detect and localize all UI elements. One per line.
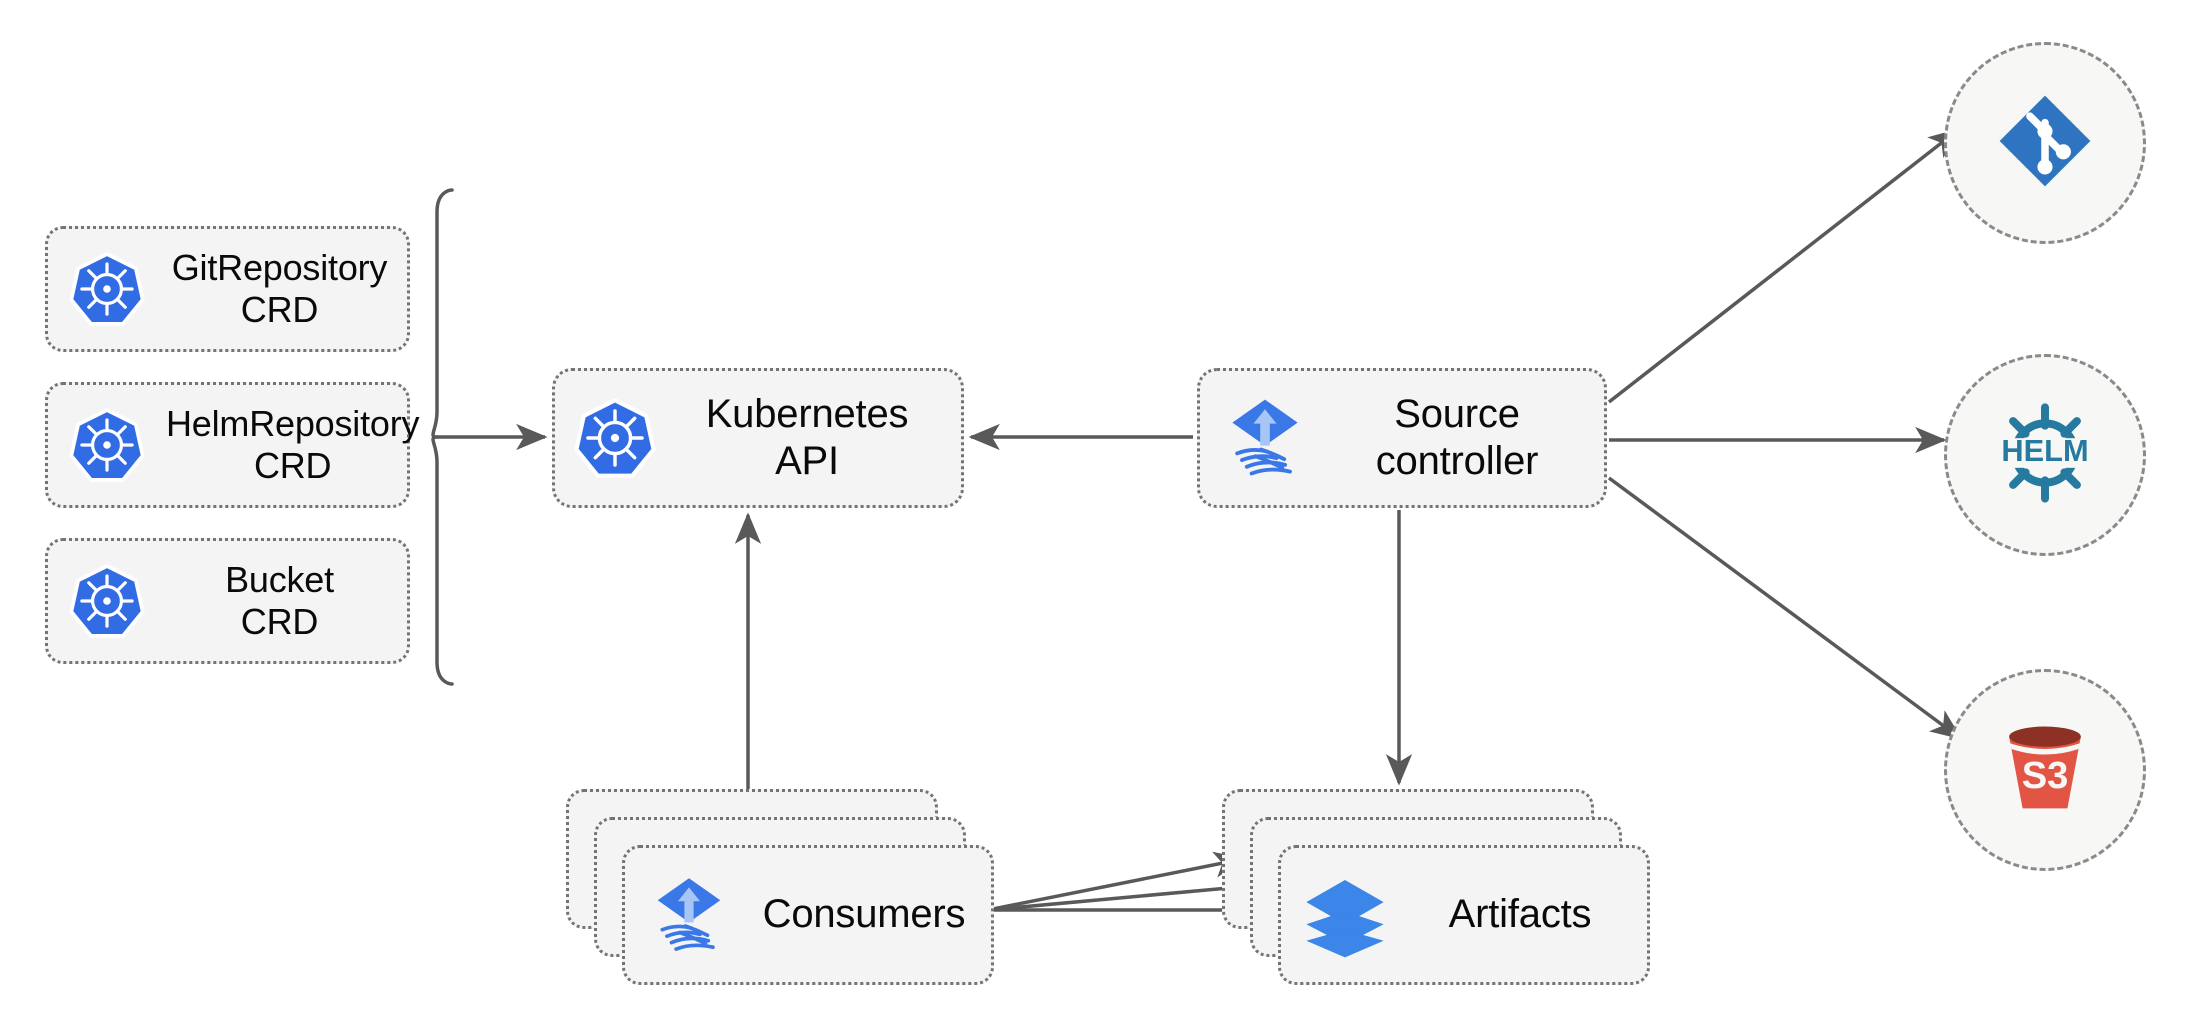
node-kubernetes-api[interactable]: Kubernetes API: [552, 368, 964, 508]
crd-box-bucket[interactable]: Bucket CRD: [45, 538, 410, 664]
crd-box-gitrepository[interactable]: GitRepository CRD: [45, 226, 410, 352]
node-label: Kubernetes API: [705, 391, 909, 483]
git-icon: [1991, 87, 2099, 200]
edge-source-controller-to-git: [1607, 128, 1961, 404]
external-source-s3[interactable]: S3: [1944, 669, 2146, 871]
flux-icon: [1200, 390, 1330, 486]
crd-box-label: Bucket CRD: [225, 558, 334, 642]
node-label: Source controller: [1375, 391, 1539, 483]
node-source-controller[interactable]: Source controller: [1197, 368, 1607, 508]
s3-label: S3: [2022, 755, 2069, 797]
node-artifacts[interactable]: Artifacts: [1222, 789, 1652, 985]
node-consumers[interactable]: Consumers: [566, 789, 996, 985]
edge-source-controller-to-s3: [1607, 476, 1963, 740]
crd-group-bracket: [431, 188, 454, 686]
flux-icon: [625, 869, 753, 961]
kubernetes-icon: [555, 397, 675, 479]
helm-icon: HELM: [1988, 396, 2102, 515]
kubernetes-icon: [48, 563, 166, 639]
artifacts-card-front[interactable]: Artifacts: [1278, 845, 1650, 985]
edge-consumers-to-artifacts-1: [987, 851, 1246, 912]
node-label: Consumers: [762, 892, 966, 937]
crd-box-helmrepository[interactable]: HelmRepository CRD: [45, 382, 419, 508]
helm-label: HELM: [2001, 432, 2088, 467]
crd-box-label: GitRepository CRD: [171, 246, 388, 330]
layers-icon: [1281, 869, 1409, 961]
s3-bucket-icon: S3: [1989, 712, 2101, 829]
node-label: Artifacts: [1448, 892, 1592, 937]
external-source-helm[interactable]: HELM: [1944, 354, 2146, 556]
external-source-git[interactable]: [1944, 42, 2146, 244]
kubernetes-icon: [48, 251, 166, 327]
consumers-card-front[interactable]: Consumers: [622, 845, 994, 985]
crd-box-label: HelmRepository CRD: [166, 402, 420, 486]
kubernetes-icon: [48, 407, 166, 483]
